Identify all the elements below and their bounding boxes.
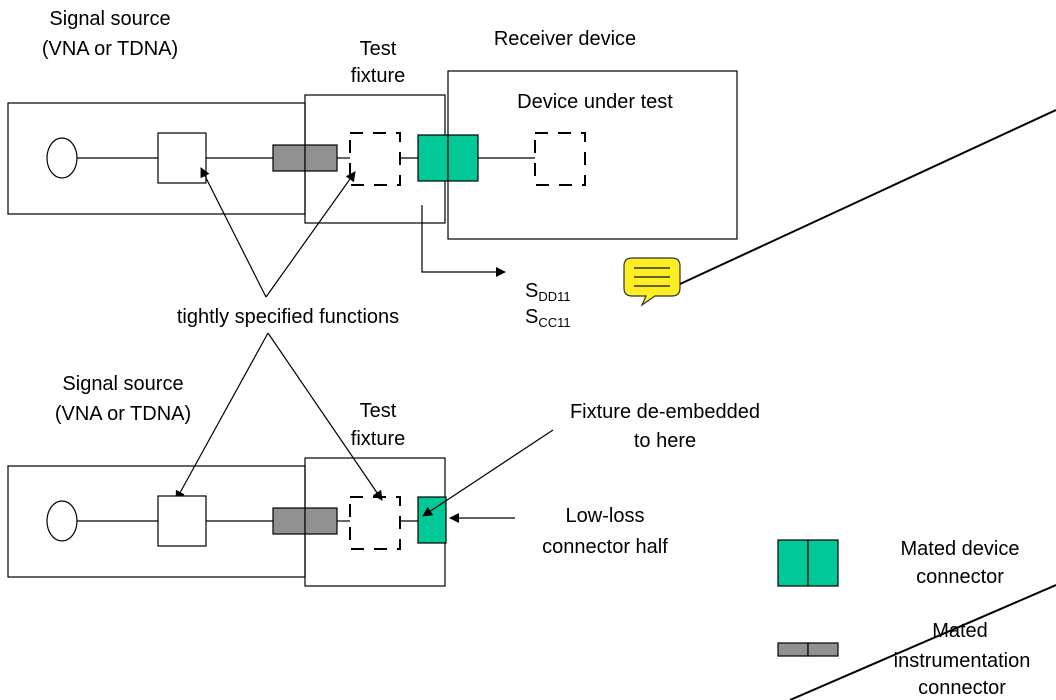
arrow-to-bottom-fixture-function	[267, 332, 383, 501]
legend-instr-label-line3: connector	[918, 677, 1006, 699]
top-fixture-label-line1: Test	[360, 38, 397, 60]
legend-device-label-line2: connector	[916, 566, 1004, 588]
deembed-label-line2: to here	[634, 430, 696, 452]
top-device-connector-right	[447, 134, 479, 182]
legend-instr-connector-left	[777, 642, 809, 657]
legend-instr-label-line1: Mated	[932, 620, 988, 642]
bottom-instr-connector-left	[272, 507, 306, 535]
top-instr-connector-left	[272, 144, 306, 172]
arrow-deembed-reference	[422, 429, 554, 517]
bottom-fixture-label-line2: fixture	[351, 428, 405, 450]
top-fixture-function-block	[349, 132, 401, 186]
bottom-source-function-block	[157, 495, 207, 547]
dut-function-block	[534, 132, 586, 186]
lowloss-label-line1: Low-loss	[566, 505, 645, 527]
receiver-device-label: Receiver device	[494, 28, 636, 50]
scc11-label: SCC11	[525, 306, 571, 330]
bottom-instr-connector-right	[304, 507, 338, 535]
comment-note-icon[interactable]	[623, 257, 681, 307]
legend-instr-connector-right	[807, 642, 839, 657]
tightly-specified-functions-label: tightly specified functions	[177, 306, 399, 328]
receiver-device-box	[447, 70, 738, 240]
lowloss-label-line2: connector half	[542, 536, 668, 558]
bottom-source-label-line2: (VNA or TDNA)	[55, 403, 191, 425]
bottom-fixture-function-block	[349, 496, 401, 550]
top-source-label-line2: (VNA or TDNA)	[42, 38, 178, 60]
arrow-to-top-fixture-function	[265, 171, 356, 298]
top-fixture-label-line2: fixture	[351, 65, 405, 87]
sdd11-label: SDD11	[525, 280, 571, 304]
top-signal-port-icon	[46, 137, 78, 179]
top-instr-connector-right	[304, 144, 338, 172]
annotation-line-top	[679, 109, 1056, 285]
legend-device-connector-right	[807, 539, 839, 587]
legend-device-label-line1: Mated device	[901, 538, 1020, 560]
bottom-signal-port-icon	[46, 500, 78, 542]
measurement-reference-arrow	[421, 205, 506, 277]
top-device-connector-left	[417, 134, 449, 182]
top-source-function-block	[157, 132, 207, 184]
bottom-low-loss-connector-half	[417, 496, 447, 544]
dut-label: Device under test	[517, 91, 673, 113]
arrow-to-bottom-source-function	[175, 332, 269, 501]
legend-device-connector-left	[777, 539, 809, 587]
top-source-label-line1: Signal source	[49, 8, 170, 30]
deembed-label-line1: Fixture de-embedded	[570, 401, 760, 423]
annotation-line-bottom	[789, 584, 1056, 700]
legend-instr-label-line2: instrumentation	[894, 650, 1031, 672]
bottom-source-label-line1: Signal source	[62, 373, 183, 395]
arrow-to-top-source-function	[200, 167, 267, 298]
bottom-fixture-label-line1: Test	[360, 400, 397, 422]
